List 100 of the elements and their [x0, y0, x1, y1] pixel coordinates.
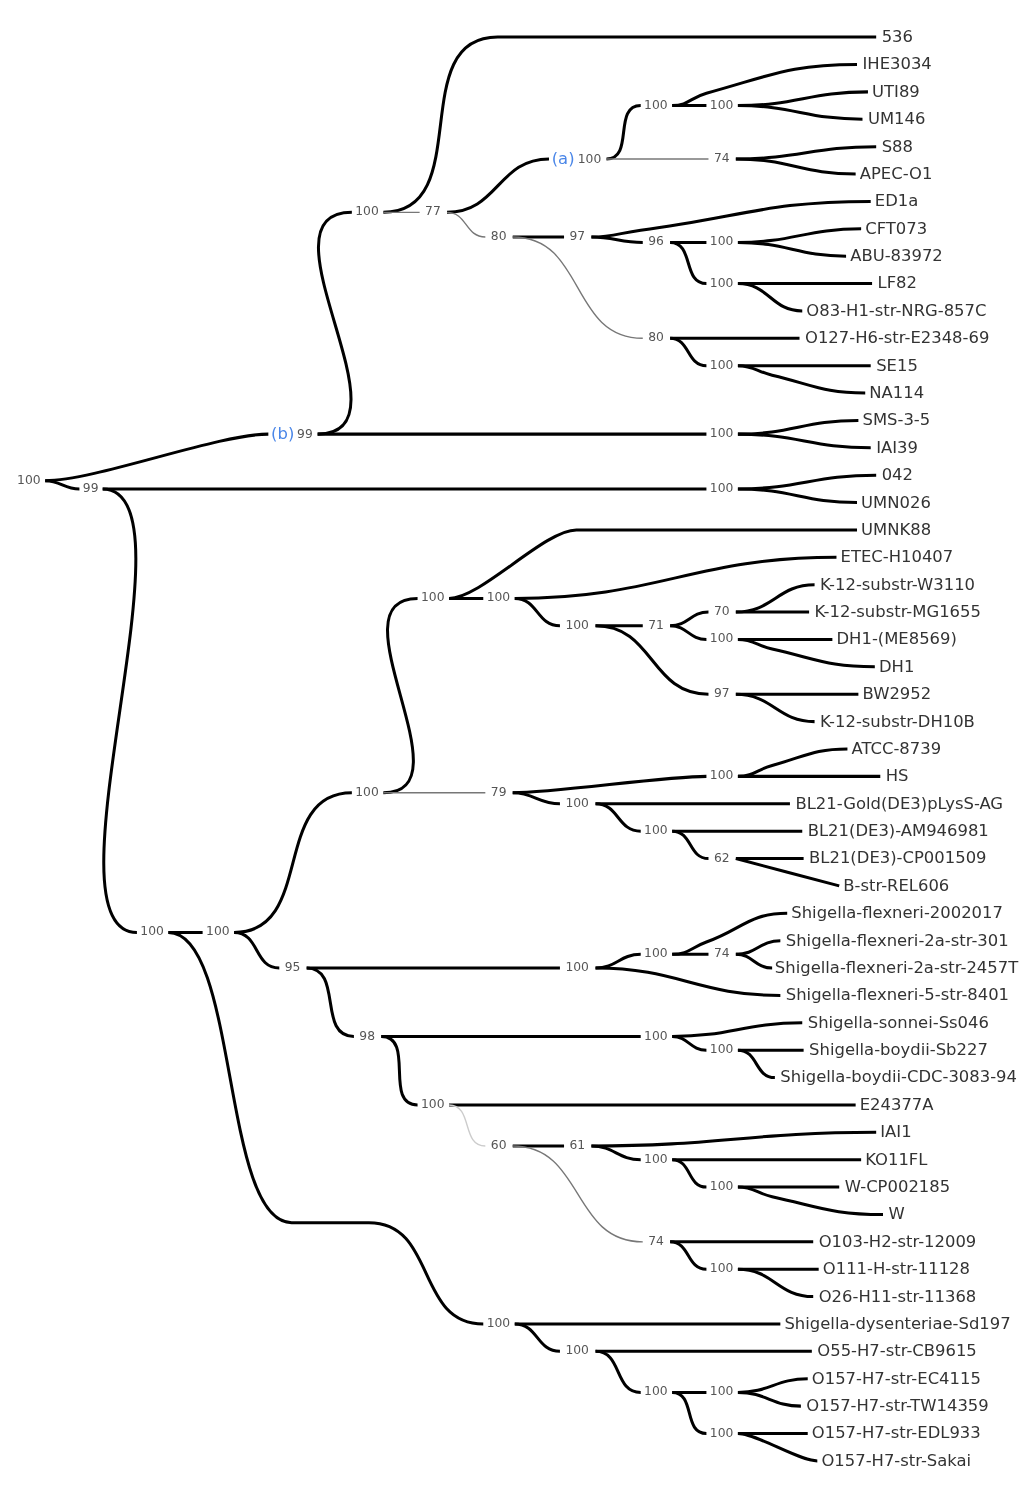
connector — [672, 63, 858, 108]
connector — [595, 802, 641, 833]
node-text: S88 — [881, 136, 913, 156]
node-text: 99 — [82, 480, 99, 495]
node-text: O111-H-str-11128 — [822, 1259, 970, 1279]
node-text: LF82 — [877, 273, 918, 293]
node-text: O157-H7-str-Sakai — [821, 1450, 972, 1470]
connector — [381, 1035, 418, 1107]
node-text: 71 — [648, 617, 664, 632]
node-text: 100 — [709, 480, 734, 495]
node-text: 62 — [713, 850, 730, 865]
connector — [669, 1240, 707, 1271]
node-text: 60 — [490, 1138, 507, 1153]
node-text: 100 — [644, 823, 668, 838]
connector — [591, 199, 871, 239]
node-text: 100 — [709, 357, 734, 372]
node-text: 97 — [569, 229, 586, 243]
connector — [595, 1349, 641, 1394]
node-text: 100 — [577, 151, 602, 166]
connector — [317, 210, 353, 436]
connector — [102, 487, 707, 491]
node-text: 100 — [355, 784, 379, 799]
connector — [735, 857, 804, 861]
node-text: BL21(DE3)-AM946981 — [807, 821, 989, 841]
node-text: APEC-O1 — [859, 163, 933, 183]
connector — [735, 145, 877, 161]
node-text: 79 — [490, 784, 507, 799]
connector — [591, 1144, 641, 1162]
node-text: K-12-substr-MG1655 — [814, 602, 981, 622]
node-text: SE15 — [876, 355, 918, 375]
node-text: B-str-REL606 — [843, 875, 950, 895]
node-text: 100 — [140, 924, 164, 939]
connector — [735, 583, 815, 614]
connector — [605, 158, 710, 160]
node-text: 100 — [565, 960, 589, 975]
connector — [512, 1145, 644, 1243]
connector — [669, 336, 707, 368]
connector — [735, 157, 856, 176]
connector — [670, 1240, 814, 1244]
connector — [672, 911, 788, 956]
connector — [735, 857, 840, 888]
connector — [735, 952, 773, 970]
node-text: 100 — [206, 924, 230, 939]
connector — [737, 1432, 818, 1463]
node-text: 100 — [709, 97, 734, 112]
node-text: O103-H2-str-12009 — [818, 1231, 977, 1251]
connector — [448, 1104, 486, 1147]
node-text: SMS-3-5 — [862, 410, 931, 430]
node-text: 100 — [17, 472, 41, 487]
node-text: 100 — [644, 1384, 668, 1399]
node-text: IAI39 — [876, 437, 918, 457]
connector — [735, 610, 810, 614]
node-text: 100 — [565, 795, 589, 810]
connector — [737, 240, 847, 258]
connector — [671, 1390, 707, 1435]
connector — [737, 364, 866, 395]
node-text: 100 — [709, 234, 734, 249]
node-text: ATCC-8739 — [851, 738, 942, 758]
node-text: 96 — [648, 234, 664, 249]
connector — [591, 235, 643, 244]
node-text: 80 — [648, 330, 664, 345]
node-label: (b) — [271, 424, 295, 444]
node-text: 100 — [709, 1425, 734, 1440]
node-text: 74 — [713, 946, 730, 961]
node-text: UMNK88 — [861, 519, 932, 539]
node-text: ED1a — [874, 191, 919, 211]
node-text: 536 — [881, 27, 913, 47]
connector — [591, 1130, 877, 1148]
node-text: 61 — [569, 1138, 586, 1153]
node-text: 95 — [284, 960, 301, 975]
connector — [382, 211, 421, 214]
node-text: O157-H7-str-EDL933 — [811, 1423, 981, 1443]
node-text: 100 — [565, 1343, 589, 1358]
node-text: Shigella-flexneri-5-str-8401 — [785, 985, 1010, 1005]
node-text: IHE3034 — [862, 54, 932, 74]
node-text: K-12-substr-DH10B — [820, 711, 975, 731]
node-text: 100 — [709, 1384, 734, 1399]
node-text: E24377A — [859, 1094, 934, 1114]
node-text: 100 — [420, 590, 445, 605]
node-text: DH1-(ME8569) — [836, 629, 957, 649]
connector — [512, 791, 560, 806]
node-text: O83-H1-str-NRG-857C — [806, 300, 987, 320]
node-text: BL21(DE3)-CP001509 — [809, 848, 987, 868]
node-text: 100 — [709, 426, 734, 441]
node-text: CFT073 — [865, 218, 928, 238]
node-text: 74 — [648, 1233, 664, 1248]
node-text: 100 — [486, 590, 511, 605]
connector — [167, 931, 484, 1326]
node-text: Shigella-flexneri-2a-str-301 — [785, 930, 1009, 950]
connector — [669, 240, 707, 286]
connector — [672, 104, 707, 108]
node-text: Shigella-flexneri-2002017 — [791, 903, 1003, 923]
node-text: 100 — [644, 1028, 668, 1043]
node-text: 98 — [359, 1028, 376, 1043]
connector — [512, 1144, 565, 1148]
node-text: 100 — [709, 1261, 734, 1276]
connector — [670, 624, 707, 641]
connector — [233, 930, 280, 970]
connector — [606, 104, 641, 161]
node-text: O127-H6-str-E2348-69 — [804, 328, 990, 348]
